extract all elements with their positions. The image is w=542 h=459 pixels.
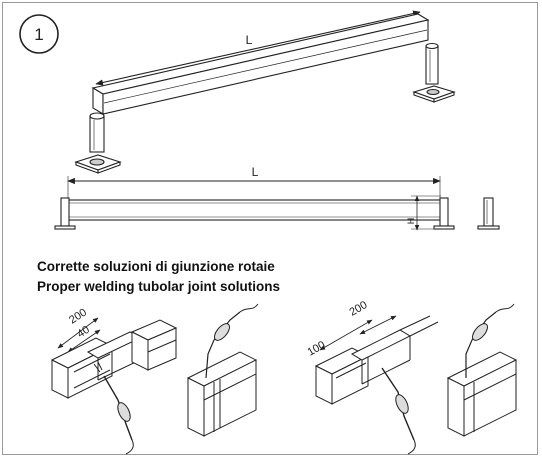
length-label-side: L: [252, 165, 259, 179]
left-joint-detail: [50, 317, 178, 455]
right-joint-detail: [314, 315, 439, 455]
left-joint-dim-inner: 40: [75, 324, 92, 341]
height-label: H: [406, 218, 416, 225]
caption-english: Proper welding tubolar joint solutions: [37, 279, 280, 294]
caption-italian: Corrette soluzioni di giunzione rotaie: [37, 259, 275, 274]
right-joint-dim-outer: 200: [348, 299, 370, 319]
right-weld-result: [446, 303, 518, 437]
right-joint-dim-inner: 100: [306, 339, 328, 359]
left-joint-dim-outer: 200: [67, 306, 89, 326]
length-label-top: L: [246, 33, 253, 47]
isometric-rail: [74, 10, 456, 174]
step-badge: 1: [19, 14, 59, 54]
left-weld-result: [186, 303, 259, 437]
step-number: 1: [34, 25, 43, 44]
side-view-rail: [54, 176, 500, 231]
